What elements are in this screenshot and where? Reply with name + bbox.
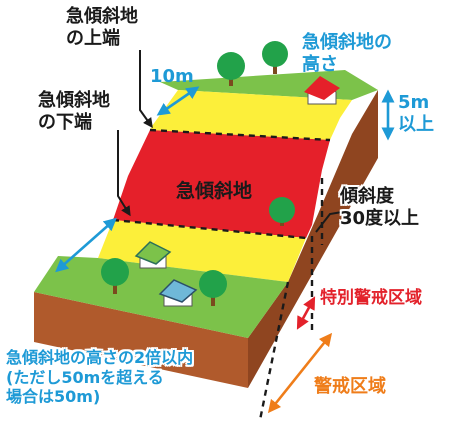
special-zone-label: 特別警戒区域 [320, 288, 422, 308]
house-icon [134, 241, 172, 269]
tree-icon [269, 197, 295, 226]
special-zone-arrow [296, 296, 316, 330]
dimension-arrows [55, 86, 395, 414]
houses [134, 76, 340, 307]
house-icon [304, 76, 340, 105]
top-edge-label: 急傾斜地 の上端 [66, 6, 138, 49]
lower-yellow-zone [98, 220, 306, 282]
soil-front-face [34, 292, 248, 388]
house-icon [158, 279, 198, 307]
height-5m-label: 5m 以上 [398, 92, 434, 135]
range-arrow [55, 217, 117, 273]
range-note-label: 急傾斜地の高さの2倍以内 (ただし50mを超える 場合は50m) [6, 348, 194, 407]
bottom-edge-leader [117, 130, 131, 217]
dist-10m-arrow [156, 86, 200, 116]
angle-leader [315, 211, 343, 233]
tree-icon [262, 41, 288, 74]
distance-10m-label: 10m [150, 66, 194, 87]
trees [101, 41, 295, 306]
leader-lines [117, 50, 343, 233]
upper-yellow-zone [150, 90, 352, 140]
warning-zone-label: 警戒区域 [314, 376, 386, 397]
bottom-edge-label: 急傾斜地 の下端 [38, 90, 110, 133]
slope-label: 急傾斜地 [176, 180, 253, 202]
height-label: 急傾斜地の 高さ [302, 32, 392, 75]
top-edge-leader [139, 50, 153, 129]
angle-label: 傾斜度 30度以上 [340, 186, 420, 229]
tree-icon [217, 52, 245, 86]
top-edge-dash [149, 128, 331, 142]
warning-zone-arrow [267, 332, 333, 414]
tree-icon [199, 270, 227, 306]
